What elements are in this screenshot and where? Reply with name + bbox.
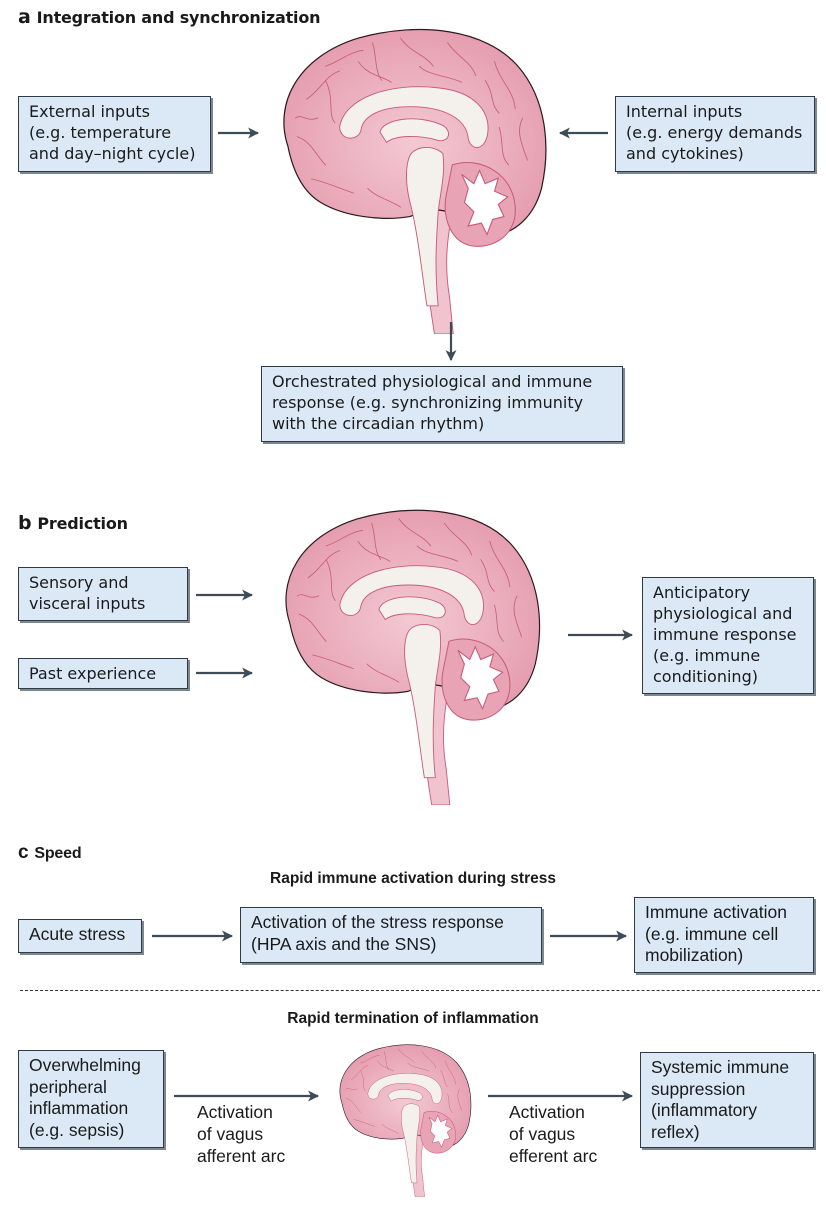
efferent-arc-label: Activation of vagus efferent arc — [509, 1101, 597, 1167]
panel-c-title: c Speed — [18, 842, 82, 864]
termination-heading: Rapid termination of inflammation — [287, 1010, 539, 1027]
box-line: (inflammatory — [651, 1100, 757, 1120]
panel-letter: c — [18, 842, 29, 863]
orchestrated-response-box: Orchestrated physiological and immune re… — [261, 366, 623, 442]
box-line: reflex) — [651, 1121, 700, 1142]
stress-response-box: Activation of the stress response (HPA a… — [240, 907, 542, 963]
label-line: Activation — [509, 1102, 585, 1122]
box-line: Orchestrated physiological and immune — [272, 372, 593, 391]
box-line: (e.g. temperature — [29, 123, 172, 142]
box-line: mobilization) — [645, 945, 744, 965]
box-line: Systemic immune — [651, 1057, 790, 1077]
panel-b-title: b Prediction — [18, 512, 128, 534]
box-line: Acute stress — [29, 924, 126, 944]
anticipatory-response-box: Anticipatory physiological and immune re… — [642, 577, 814, 694]
box-line: visceral inputs — [29, 594, 146, 613]
box-line: Overwhelming — [29, 1055, 141, 1075]
section-divider — [20, 990, 820, 991]
peripheral-inflammation-box: Overwhelming peripheral inflammation (e.… — [18, 1050, 164, 1148]
sensory-visceral-inputs-box: Sensory and visceral inputs — [18, 567, 188, 621]
panel-title-text: Integration and synchronization — [36, 8, 321, 27]
external-inputs-box: External inputs (e.g. temperature and da… — [18, 96, 211, 172]
box-line: Activation of the stress response — [251, 912, 504, 932]
box-line: inflammation — [29, 1098, 129, 1118]
label-line: Activation — [197, 1102, 273, 1122]
panel-letter: a — [18, 6, 31, 28]
panel-title-text: Prediction — [37, 514, 128, 533]
box-line: Anticipatory — [653, 583, 751, 602]
box-line: and day–night cycle) — [29, 144, 196, 163]
box-line: (e.g. immune — [653, 646, 761, 665]
label-line: efferent arc — [509, 1146, 598, 1166]
panel-title-text: Speed — [34, 845, 82, 862]
box-line: Immune activation — [645, 902, 788, 922]
internal-inputs-box: Internal inputs (e.g. energy demands and… — [615, 96, 815, 172]
systemic-suppression-box: Systemic immune suppression (inflammator… — [640, 1052, 814, 1148]
acute-stress-box: Acute stress — [18, 919, 142, 953]
box-line: with the circadian rhythm) — [272, 414, 485, 433]
box-line: conditioning) — [653, 667, 758, 686]
box-line: response (e.g. synchronizing immunity — [272, 393, 584, 412]
box-line: Internal inputs — [626, 102, 743, 121]
box-line: physiological and — [653, 604, 793, 623]
activation-heading: Rapid immune activation during stress — [270, 870, 556, 887]
box-line: peripheral — [29, 1076, 107, 1097]
afferent-arc-label: Activation of vagus afferent arc — [197, 1101, 285, 1167]
box-line: suppression — [651, 1078, 746, 1099]
box-line: and cytokines) — [626, 144, 744, 163]
box-line: External inputs — [29, 102, 150, 121]
box-line: (e.g. immune cell — [645, 923, 779, 944]
panel-letter: b — [18, 512, 32, 534]
immune-activation-box: Immune activation (e.g. immune cell mobi… — [634, 897, 814, 973]
label-line: of vagus — [197, 1124, 264, 1144]
label-line: of vagus — [509, 1124, 576, 1144]
past-experience-box: Past experience — [18, 658, 188, 689]
box-line: Sensory and — [29, 573, 129, 592]
panel-a-title: a Integration and synchronization — [18, 6, 321, 28]
box-line: (e.g. energy demands — [626, 123, 803, 142]
box-line: (HPA axis and the SNS) — [251, 933, 437, 954]
label-line: afferent arc — [197, 1146, 286, 1166]
box-line: (e.g. sepsis) — [29, 1119, 125, 1140]
box-line: Past experience — [29, 664, 157, 683]
box-line: immune response — [653, 625, 797, 644]
